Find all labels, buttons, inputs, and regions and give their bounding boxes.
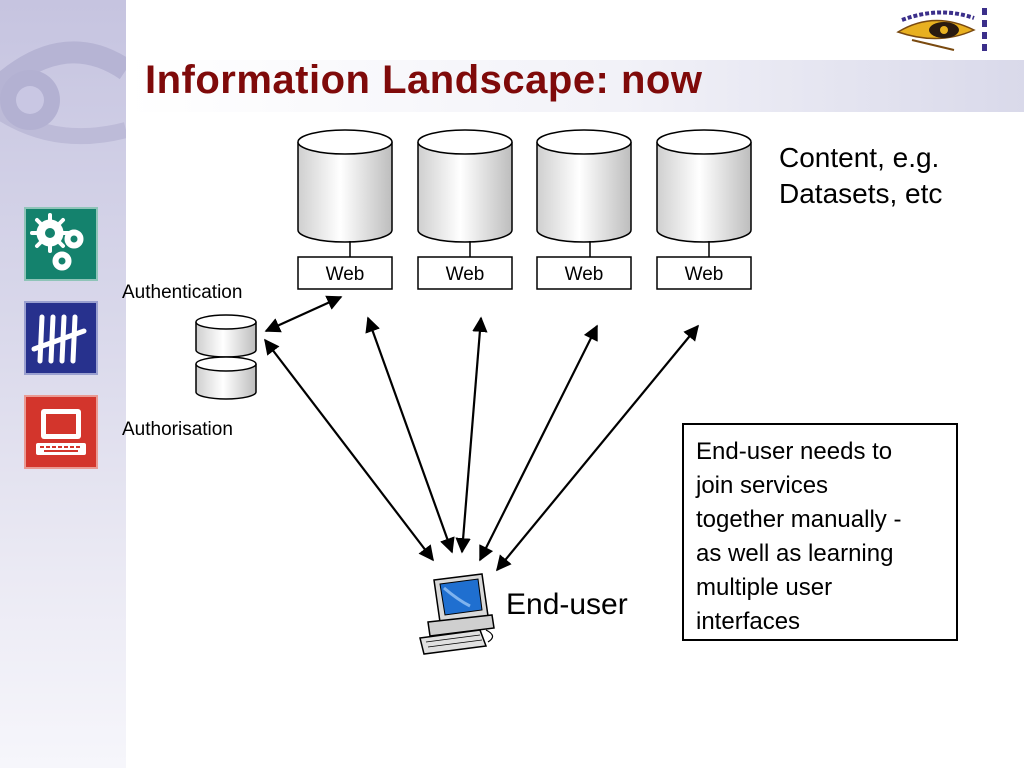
arrow-auth-to-web <box>264 295 343 333</box>
tally-marks-icon <box>24 301 98 375</box>
computer-icon <box>24 395 98 469</box>
web-service-label: Web <box>326 264 365 285</box>
web-service-box-3: Web <box>536 256 632 290</box>
sidebar <box>0 0 126 768</box>
eye-logo-icon <box>896 8 987 51</box>
web-service-box-2: Web <box>417 256 513 290</box>
note-line: as well as learning <box>696 540 894 567</box>
arrow-user-to-web-2 <box>455 316 488 554</box>
web-service-box-4: Web <box>656 256 752 290</box>
content-label-line: Datasets, etc <box>779 178 943 209</box>
web-service-label: Web <box>565 264 604 285</box>
gears-icon <box>24 207 98 281</box>
note-line: End-user needs to <box>696 438 893 465</box>
content-label: Content, e.g. Datasets, etc <box>779 140 942 212</box>
end-user-label: End-user <box>506 588 628 621</box>
arrow-user-to-auth <box>264 338 434 562</box>
arrow-user-to-web-4 <box>496 324 699 572</box>
note-line: join services <box>696 472 829 499</box>
end-user-computer-icon <box>419 573 495 655</box>
web-service-label: Web <box>685 264 724 285</box>
note-line: interfaces <box>696 608 801 635</box>
web-service-box-1: Web <box>297 256 393 290</box>
note-line: multiple user <box>696 574 833 601</box>
authentication-cylinder <box>195 314 257 358</box>
eye-watermark-icon <box>0 41 126 145</box>
page-title: Information Landscape: now <box>145 58 703 102</box>
authentication-label: Authentication <box>122 282 243 303</box>
authorisation-label: Authorisation <box>122 419 233 440</box>
arrow-user-to-web-3 <box>479 324 598 562</box>
title-band <box>126 60 1024 112</box>
note-line: together manually - <box>696 506 902 533</box>
arrow-user-to-web-1 <box>365 316 455 554</box>
note-box: End-user needs to join services together… <box>682 423 958 641</box>
content-cylinder-3 <box>536 129 632 243</box>
authorisation-cylinder <box>195 356 257 400</box>
content-cylinder-2 <box>417 129 513 243</box>
web-service-label: Web <box>446 264 485 285</box>
content-cylinder-1 <box>297 129 393 243</box>
content-cylinder-4 <box>656 129 752 243</box>
content-label-line: Content, e.g. <box>779 142 940 173</box>
